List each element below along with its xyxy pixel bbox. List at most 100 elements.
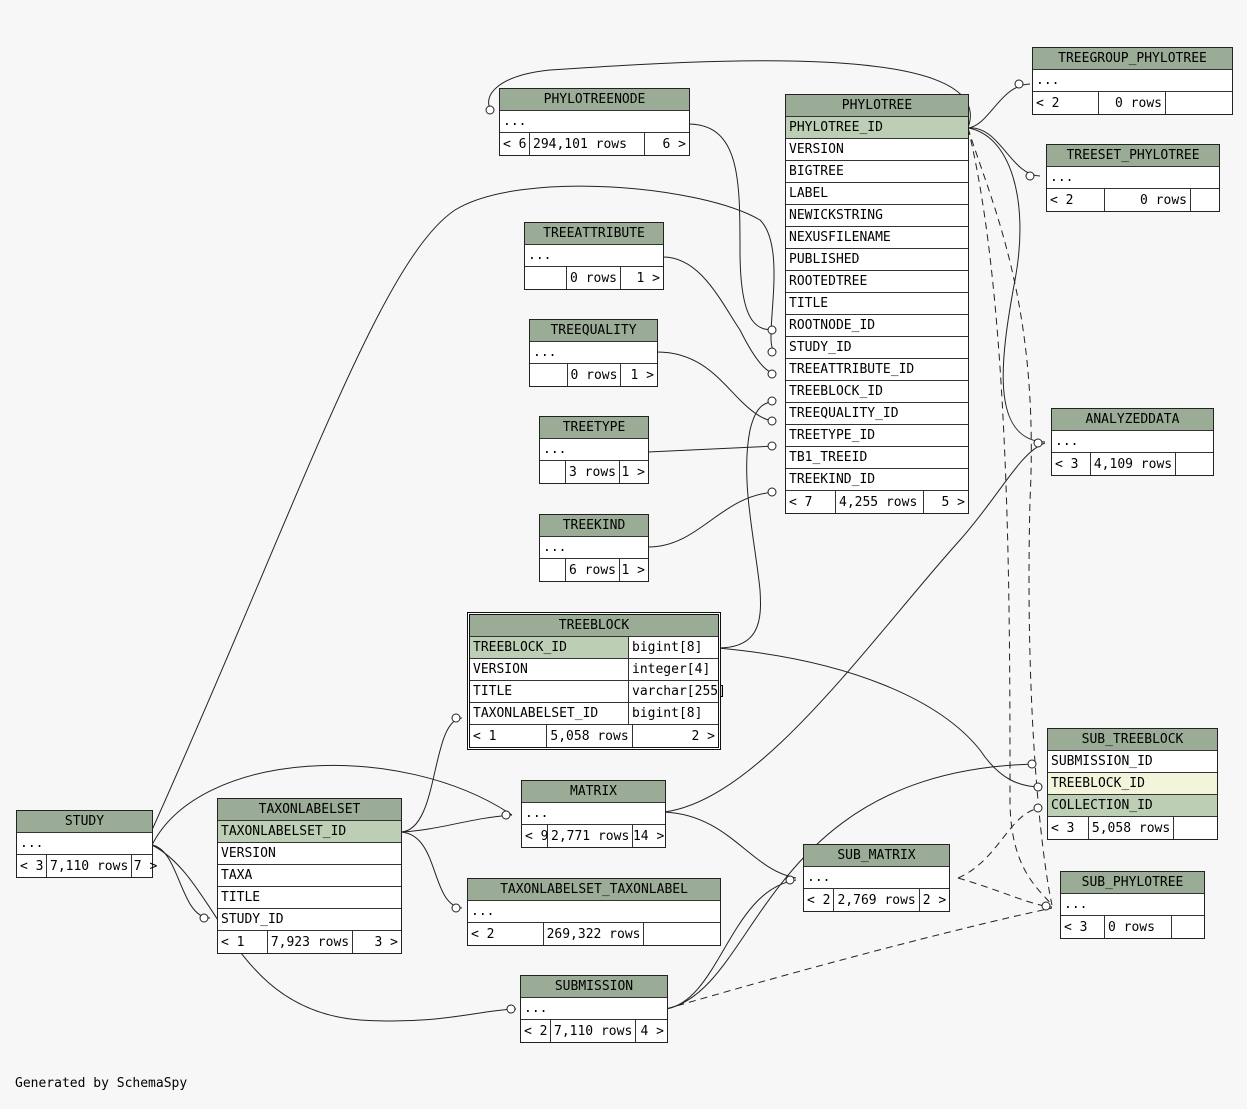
table-title[interactable]: SUBMISSION: [521, 976, 667, 998]
children-link[interactable]: [1166, 92, 1232, 114]
parents-link[interactable]: < 1: [470, 725, 548, 747]
table-sub-treeblock[interactable]: SUB_TREEBLOCK SUBMISSION_ID TREEBLOCK_ID…: [1047, 728, 1218, 840]
table-title[interactable]: TREEATTRIBUTE: [525, 223, 663, 245]
column-row[interactable]: NEWICKSTRING: [786, 205, 968, 227]
table-study[interactable]: STUDY ... < 3 7,110 rows 7 >: [16, 810, 157, 878]
parents-link[interactable]: < 9: [522, 825, 548, 847]
column-row[interactable]: TREEQUALITY_ID: [786, 403, 968, 425]
children-link[interactable]: 1 >: [621, 562, 645, 578]
table-matrix[interactable]: MATRIX ... < 9 2,771 rows 14 >: [521, 780, 666, 848]
table-sub-phylotree[interactable]: SUB_PHYLOTREE ... < 3 0 rows: [1060, 871, 1205, 939]
children-link[interactable]: 1 >: [636, 270, 660, 286]
table-title[interactable]: ANALYZEDDATA: [1052, 409, 1213, 431]
column-row[interactable]: SUBMISSION_ID: [1048, 751, 1217, 773]
children-link[interactable]: 14 >: [632, 828, 665, 844]
table-title[interactable]: STUDY: [17, 811, 152, 833]
column-row[interactable]: TITLE: [786, 293, 968, 315]
column-row[interactable]: ROOTEDTREE: [786, 271, 968, 293]
parents-link[interactable]: < 6: [500, 133, 530, 155]
parents-link[interactable]: [540, 559, 567, 581]
table-title[interactable]: PHYLOTREE: [786, 95, 968, 117]
children-link[interactable]: [1172, 916, 1204, 938]
table-analyzeddata[interactable]: ANALYZEDDATA ... < 3 4,109 rows: [1051, 408, 1214, 476]
parents-link[interactable]: < 7: [786, 491, 836, 513]
children-link[interactable]: 1 >: [630, 367, 654, 383]
column-row[interactable]: BIGTREE: [786, 161, 968, 183]
column-row[interactable]: TITLE: [218, 887, 401, 909]
table-title[interactable]: TREESET_PHYLOTREE: [1047, 145, 1219, 167]
table-treeattribute[interactable]: TREEATTRIBUTE ... 0 rows 1 >: [524, 222, 664, 290]
children-link[interactable]: 2 >: [922, 892, 947, 908]
table-title[interactable]: SUB_PHYLOTREE: [1061, 872, 1204, 894]
column-row[interactable]: TREEBLOCK_ID: [1048, 773, 1217, 795]
column-row[interactable]: TREETYPE_ID: [786, 425, 968, 447]
column-row[interactable]: LABEL: [786, 183, 968, 205]
table-title[interactable]: TREEBLOCK: [470, 615, 718, 637]
children-link[interactable]: 7 >: [133, 858, 158, 874]
children-link[interactable]: 6 >: [662, 136, 686, 152]
table-title[interactable]: TREETYPE: [540, 417, 648, 439]
table-treegroup-phylotree[interactable]: TREEGROUP_PHYLOTREE ... < 2 0 rows: [1032, 47, 1233, 115]
parents-link[interactable]: < 2: [1033, 92, 1099, 114]
column-row[interactable]: PHYLOTREE_ID: [786, 117, 968, 139]
children-link[interactable]: 1 >: [621, 464, 645, 480]
table-sub-matrix[interactable]: SUB_MATRIX ... < 2 2,769 rows 2 >: [803, 844, 950, 912]
parents-link[interactable]: < 1: [218, 931, 268, 953]
parents-link[interactable]: [530, 364, 568, 386]
table-treeset-phylotree[interactable]: TREESET_PHYLOTREE ... < 2 0 rows: [1046, 144, 1220, 212]
parents-link[interactable]: [540, 461, 567, 483]
parents-link[interactable]: < 3: [1048, 817, 1089, 839]
parents-link[interactable]: < 3: [1052, 453, 1091, 475]
table-title[interactable]: MATRIX: [522, 781, 665, 803]
children-link[interactable]: [1176, 453, 1213, 475]
table-title[interactable]: TAXONLABELSET_TAXONLABEL: [468, 879, 720, 901]
column-row[interactable]: VERSION: [218, 843, 401, 865]
parents-link[interactable]: < 3: [17, 855, 47, 877]
table-title[interactable]: TREEGROUP_PHYLOTREE: [1033, 48, 1232, 70]
column-row[interactable]: PUBLISHED: [786, 249, 968, 271]
table-treekind[interactable]: TREEKIND ... 6 rows 1 >: [539, 514, 649, 582]
column-row[interactable]: TB1_TREEID: [786, 447, 968, 469]
table-taxonlabelset[interactable]: TAXONLABELSET TAXONLABELSET_ID VERSION T…: [217, 798, 402, 954]
table-title[interactable]: TAXONLABELSET: [218, 799, 401, 821]
table-taxonlabelset-taxonlabel[interactable]: TAXONLABELSET_TAXONLABEL ... < 2 269,322…: [467, 878, 721, 946]
children-link[interactable]: [644, 923, 720, 945]
column-row[interactable]: VERSION: [786, 139, 968, 161]
parents-link[interactable]: < 2: [521, 1020, 551, 1042]
column-row[interactable]: STUDY_ID: [786, 337, 968, 359]
table-title[interactable]: PHYLOTREENODE: [500, 89, 689, 111]
table-title[interactable]: TREEQUALITY: [530, 320, 657, 342]
table-title[interactable]: SUB_TREEBLOCK: [1048, 729, 1217, 751]
parents-link[interactable]: [525, 267, 568, 289]
parents-link[interactable]: < 2: [1047, 189, 1105, 211]
parents-link[interactable]: < 2: [468, 923, 544, 945]
table-treequality[interactable]: TREEQUALITY ... 0 rows 1 >: [529, 319, 658, 387]
children-link[interactable]: 2 >: [691, 728, 715, 744]
column-row[interactable]: TREEKIND_ID: [786, 469, 968, 491]
column-row[interactable]: COLLECTION_ID: [1048, 795, 1217, 817]
column-row[interactable]: TAXONLABELSET_ID: [218, 821, 401, 843]
column-row[interactable]: TREEATTRIBUTE_ID: [786, 359, 968, 381]
table-phylotree[interactable]: PHYLOTREE PHYLOTREE_ID VERSION BIGTREE L…: [785, 94, 969, 514]
table-title[interactable]: TREEKIND: [540, 515, 648, 537]
column-row[interactable]: TREEBLOCK_ID: [786, 381, 968, 403]
children-link[interactable]: 5 >: [941, 494, 965, 510]
table-title[interactable]: SUB_MATRIX: [804, 845, 949, 867]
column-row[interactable]: TAXA: [218, 865, 401, 887]
column-row[interactable]: STUDY_ID: [218, 909, 401, 931]
parents-link[interactable]: < 3: [1061, 916, 1105, 938]
column-row[interactable]: ROOTNODE_ID: [786, 315, 968, 337]
children-link[interactable]: 3 >: [374, 934, 398, 950]
children-link[interactable]: 4 >: [640, 1023, 664, 1039]
parents-link[interactable]: < 2: [804, 889, 835, 911]
table-phylotreenode[interactable]: PHYLOTREENODE ... < 6 294,101 rows 6 >: [499, 88, 690, 156]
column-row[interactable]: NEXUSFILENAME: [786, 227, 968, 249]
children-link[interactable]: [1191, 189, 1219, 211]
children-link[interactable]: [1174, 817, 1217, 839]
table-treetype[interactable]: TREETYPE ... 3 rows 1 >: [539, 416, 649, 484]
